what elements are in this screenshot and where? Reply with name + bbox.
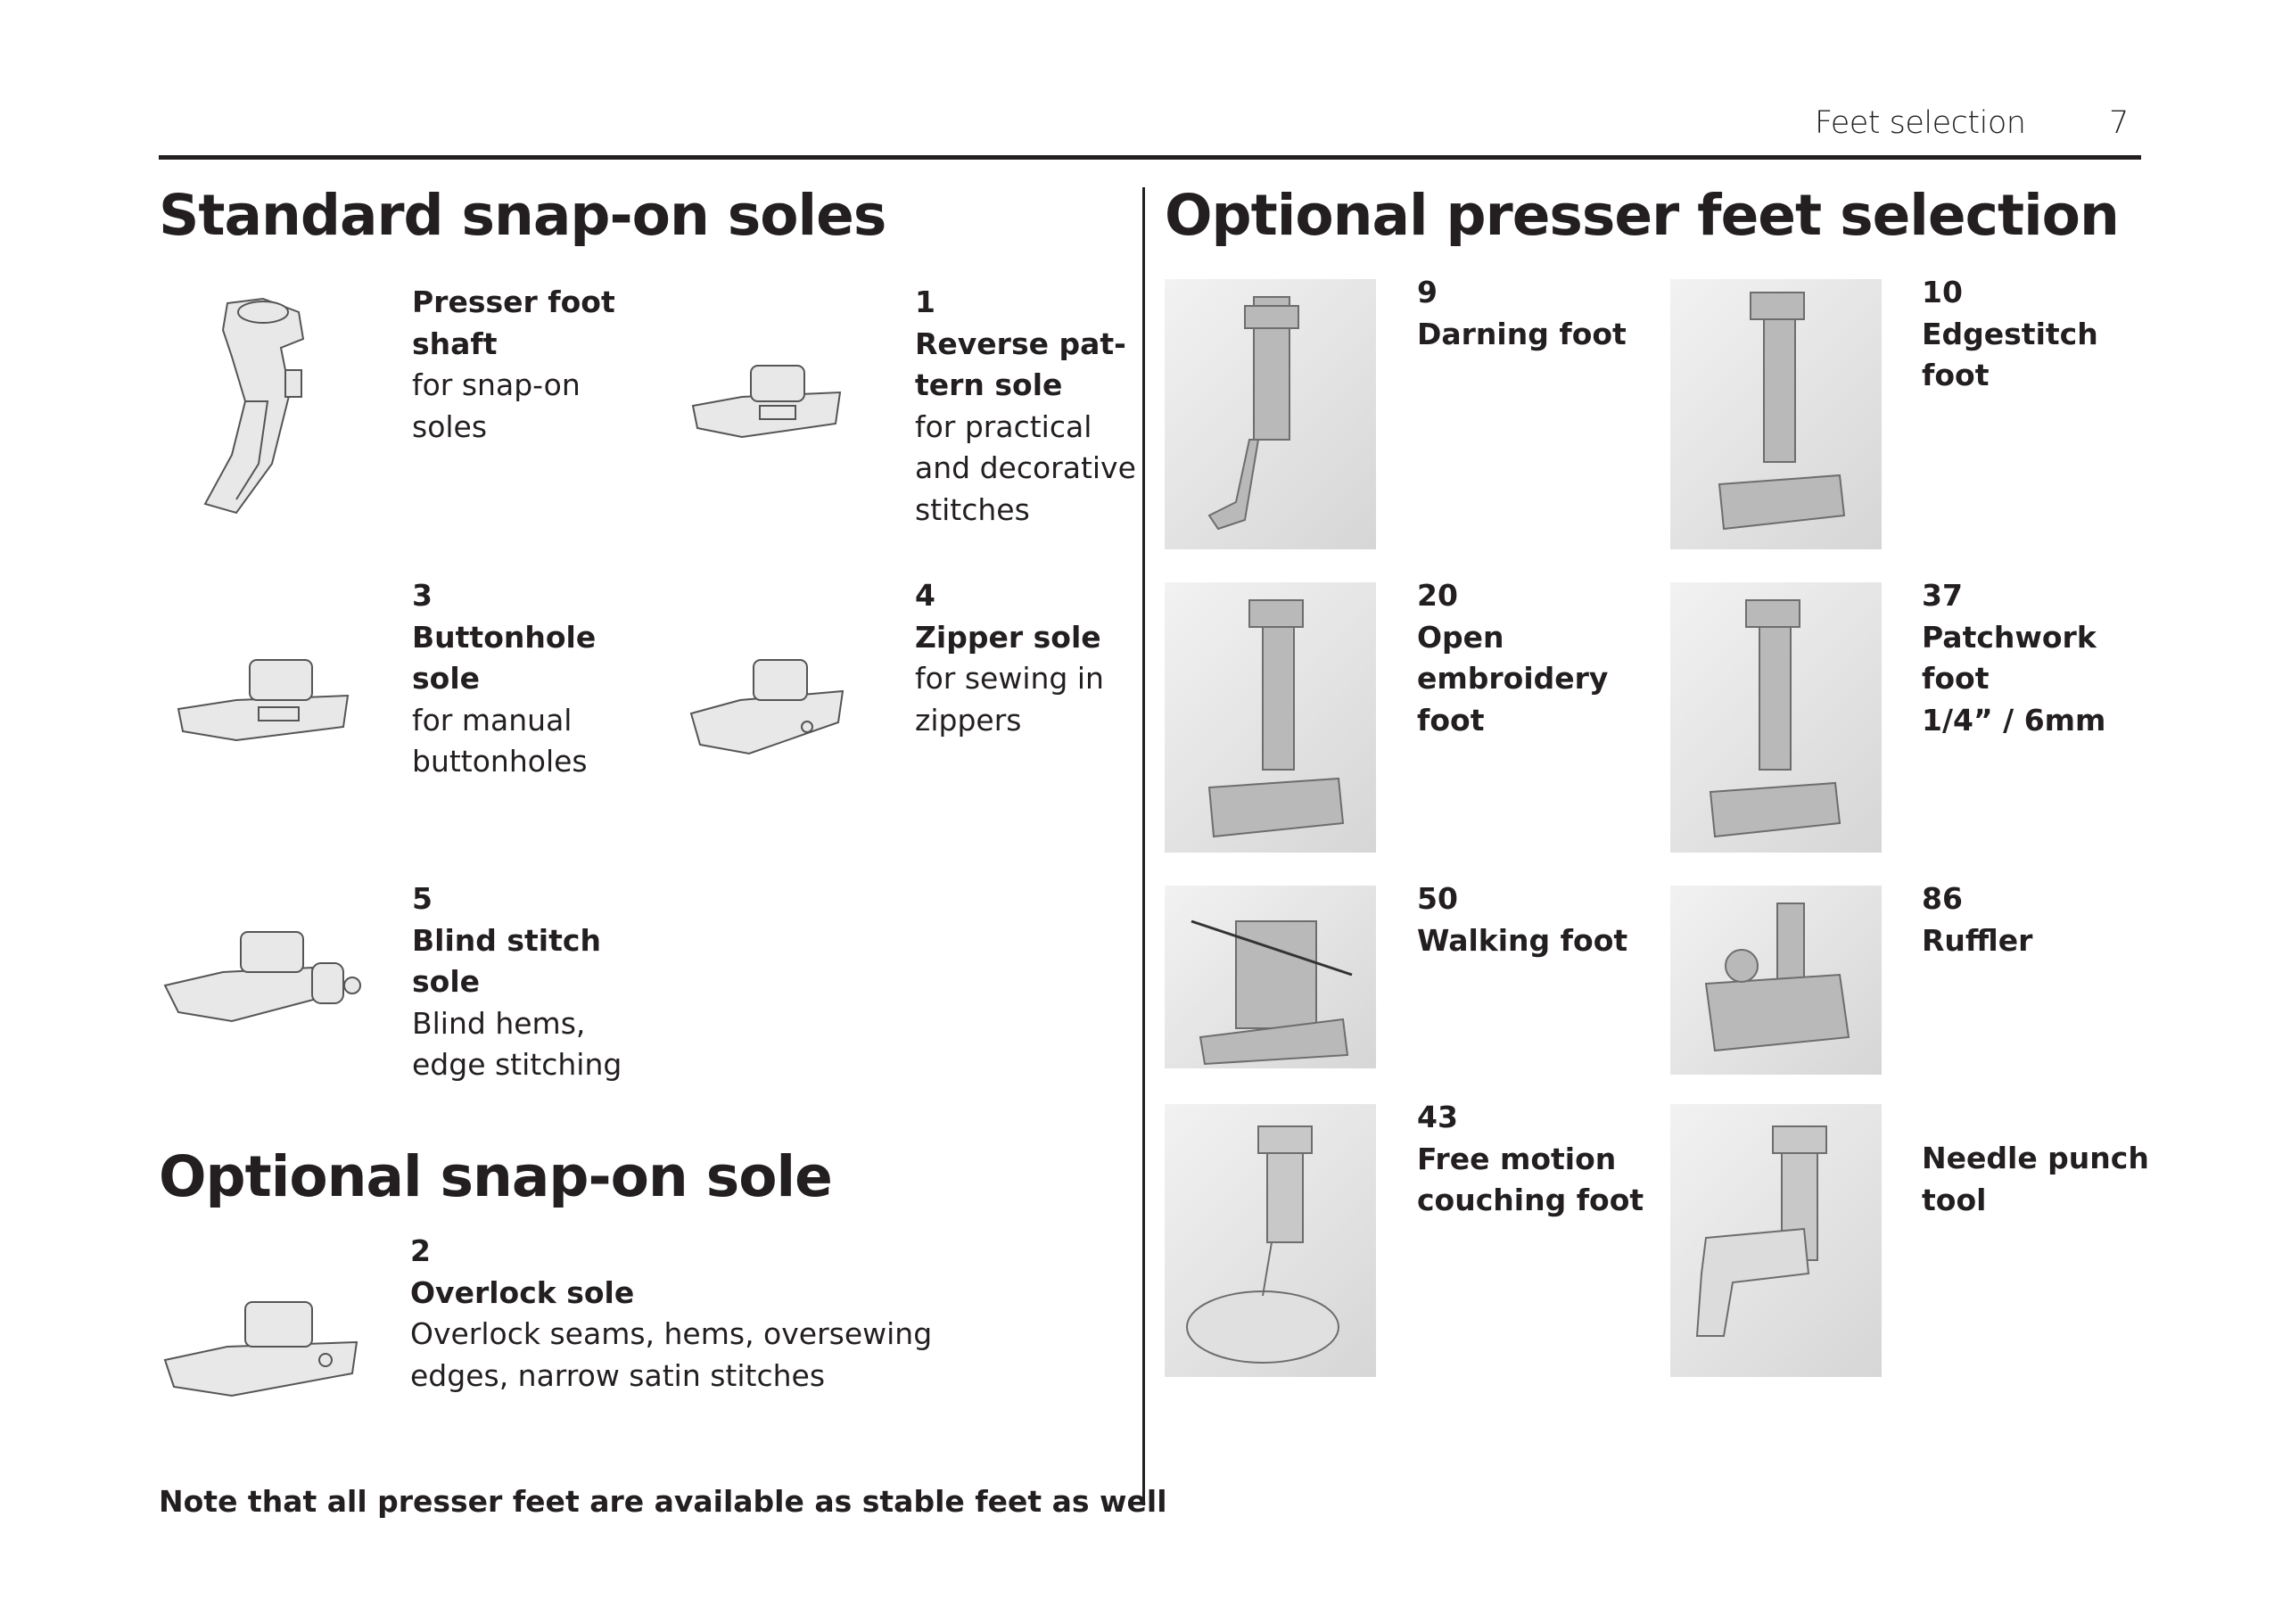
ruffler-photo: [1670, 886, 1882, 1075]
standard-soles-heading: Standard snap-on soles: [159, 183, 886, 248]
item-open-embroidery-foot-text: 20 Open embroidery foot: [1417, 578, 1609, 738]
item-needle-punch-tool-text: Needle punch tool: [1922, 1141, 2149, 1217]
footer-note: Note that all presser feet are available…: [159, 1484, 1167, 1519]
blind-stitch-sole-illustration: [161, 923, 366, 1035]
item-darning-foot-text: 9 Darning foot: [1417, 275, 1627, 351]
reverse-pattern-sole-illustration: [688, 352, 845, 450]
header-rule: [159, 155, 2141, 160]
header-section-title: Feet selection: [1815, 105, 2026, 141]
open-embroidery-foot-photo: [1165, 582, 1376, 853]
edgestitch-foot-photo: [1670, 279, 1882, 549]
item-blind-stitch-sole-text: 5 Blind stitch sole Blind hems, edge sti…: [412, 881, 622, 1082]
darning-foot-photo: [1165, 279, 1376, 549]
optional-sole-heading: Optional snap-on sole: [159, 1144, 833, 1209]
item-patchwork-foot-text: 37 Patchwork foot 1/4” / 6mm: [1922, 578, 2106, 738]
needle-punch-tool-photo: [1670, 1104, 1882, 1377]
page-number: 7: [2109, 105, 2130, 141]
item-reverse-pattern-sole-text: 1 Reverse pat- tern sole for practical a…: [915, 284, 1136, 527]
item-zipper-sole-text: 4 Zipper sole for sewing in zippers: [915, 578, 1104, 738]
walking-foot-photo: [1165, 886, 1376, 1068]
overlock-sole-illustration: [161, 1293, 366, 1405]
optional-feet-heading: Optional presser feet selection: [1165, 183, 2120, 248]
item-free-motion-couching-foot-text: 43 Free motion couching foot: [1417, 1100, 1644, 1217]
item-walking-foot-text: 50 Walking foot: [1417, 881, 1628, 958]
column-divider: [1142, 187, 1145, 1505]
free-motion-couching-foot-photo: [1165, 1104, 1376, 1377]
item-presser-foot-shaft-text: Presser foot shaft for snap-on soles: [412, 284, 615, 444]
item-overlock-sole-text: 2 Overlock sole Overlock seams, hems, ov…: [410, 1233, 933, 1393]
zipper-sole-illustration: [687, 647, 847, 763]
patchwork-foot-photo: [1670, 582, 1882, 853]
buttonhole-sole-illustration: [174, 647, 352, 749]
item-buttonhole-sole-text: 3 Buttonhole sole for manual buttonholes: [412, 578, 597, 779]
item-ruffler-text: 86 Ruffler: [1922, 881, 2033, 958]
item-edgestitch-foot-text: 10 Edgestitch foot: [1922, 275, 2098, 392]
presser-foot-shaft-illustration: [183, 285, 325, 517]
